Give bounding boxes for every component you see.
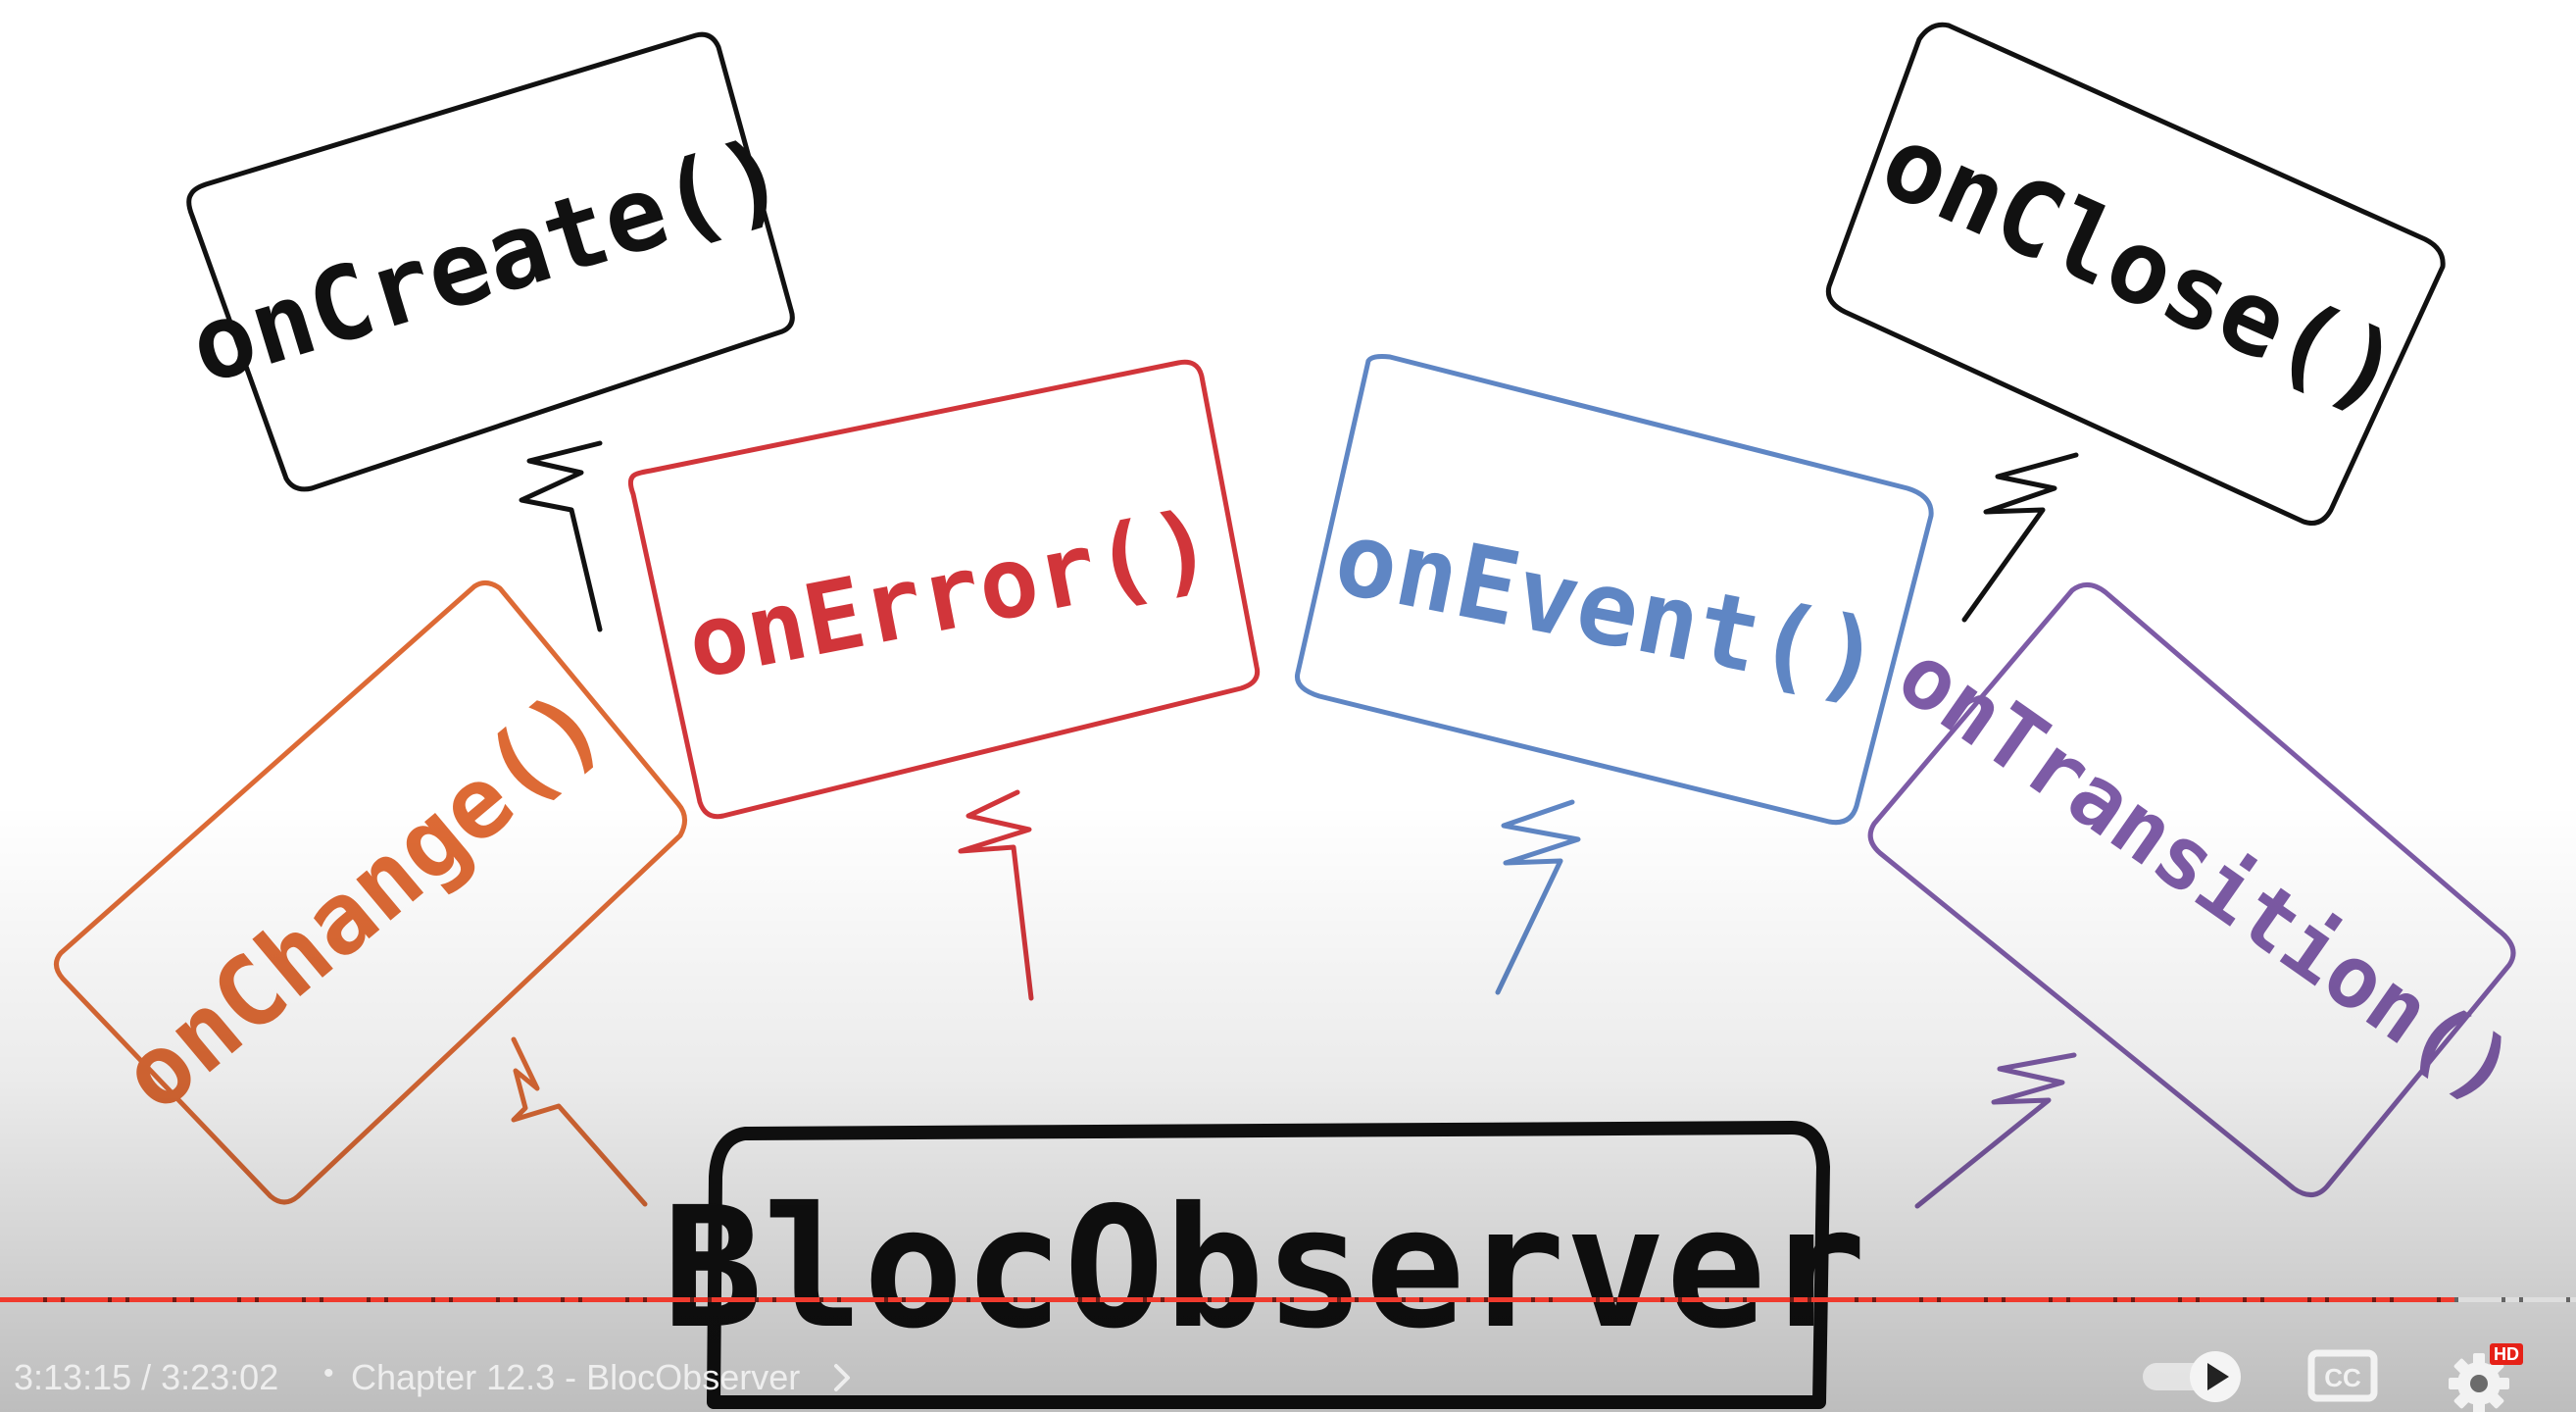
ontransition-box: onTransition() [1867, 582, 2534, 1209]
chapter-button[interactable]: Chapter 12.3 - BlocObserver [351, 1357, 857, 1398]
svg-text:CC: CC [2324, 1363, 2361, 1392]
onevent-box: onEvent() [1294, 354, 1934, 995]
oncreate-box: onCreate() [176, 31, 799, 632]
blocobserver-box: BlocObserver [663, 1121, 1866, 1409]
hd-badge: HD [2490, 1343, 2523, 1365]
onerror-label: onError() [678, 487, 1221, 701]
time-display: 3:13:15 / 3:23:02 [14, 1357, 279, 1397]
onchange-box: onChange() [54, 580, 687, 1207]
onchange-label: onChange() [100, 666, 625, 1134]
progress-bar[interactable] [0, 1294, 2576, 1304]
onevent-label: onEvent() [1326, 497, 1891, 720]
onerror-box: onError() [627, 359, 1261, 1001]
autoplay-toggle-icon[interactable] [2141, 1349, 2247, 1404]
closed-captions-icon[interactable]: CC [2307, 1345, 2378, 1404]
chapter-markers [0, 1297, 2576, 1302]
onclose-label: onClose() [1864, 101, 2417, 435]
oncreate-label: onCreate() [176, 114, 798, 408]
chevron-right-icon [834, 1364, 851, 1391]
chapter-separator: • [323, 1357, 334, 1389]
blocobserver-label: BlocObserver [663, 1172, 1866, 1366]
settings-button[interactable]: HD [2445, 1343, 2525, 1412]
onclose-box: onClose() [1825, 22, 2446, 623]
player-controls: 3:13:15 / 3:23:02 • Chapter 12.3 - BlocO… [0, 1343, 2576, 1412]
chapter-title: Chapter 12.3 - BlocObserver [351, 1357, 801, 1397]
